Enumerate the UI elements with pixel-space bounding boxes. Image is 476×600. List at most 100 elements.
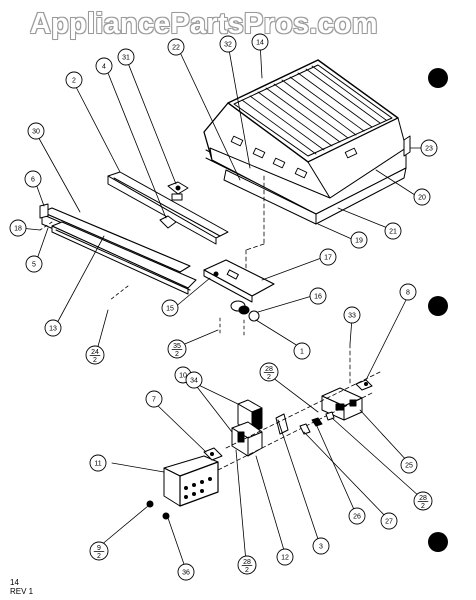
callout-circle xyxy=(413,491,433,511)
callout-label: 11 xyxy=(94,461,101,468)
callout-circle xyxy=(95,57,113,75)
callout-circle xyxy=(89,454,107,472)
callout-15: 15 xyxy=(161,299,179,317)
callout-6: 6 xyxy=(24,170,42,188)
callout-quantity: 2 xyxy=(245,567,249,574)
callout-5: 5 xyxy=(25,255,43,273)
callout-2: 2 xyxy=(65,71,83,89)
callout-circle xyxy=(44,319,62,337)
callout-circle xyxy=(185,371,203,389)
callout-circle xyxy=(251,33,269,51)
page-number: 14 xyxy=(10,578,19,587)
callout-label: 31 xyxy=(122,55,130,62)
callout-circle xyxy=(65,71,83,89)
callout-7: 7 xyxy=(145,390,163,408)
callout-label: 13 xyxy=(49,326,57,333)
revision-label: REV 1 xyxy=(10,587,34,596)
callout-label: 1 xyxy=(300,349,304,356)
callout-circle xyxy=(89,541,109,561)
callout-28c: 282 xyxy=(237,555,257,575)
callout-circle xyxy=(276,548,294,566)
callout-circle xyxy=(85,345,105,365)
callout-circle xyxy=(27,122,45,140)
callout-quantity: 2 xyxy=(93,357,97,364)
callout-27: 27 xyxy=(380,512,398,530)
callout-label: 6 xyxy=(31,177,35,184)
callout-17: 17 xyxy=(319,248,337,266)
callout-14: 14 xyxy=(251,33,269,51)
callout-label: 28 xyxy=(265,366,273,373)
callout-circle xyxy=(413,188,431,206)
callout-18: 18 xyxy=(9,219,27,237)
callout-label: 20 xyxy=(418,195,426,202)
callout-circle xyxy=(343,306,361,324)
callout-28a: 282 xyxy=(259,362,279,382)
callout-label: 25 xyxy=(405,463,413,470)
watermark: AppliancePartsPros.com xyxy=(30,8,378,40)
callout-label: 24 xyxy=(91,349,99,356)
callout-quantity: 2 xyxy=(421,503,425,510)
callout-24: 242 xyxy=(85,345,105,365)
callout-circle xyxy=(420,139,438,157)
callout-label: 8 xyxy=(406,290,410,297)
callout-label: 36 xyxy=(182,570,190,577)
callout-3: 3 xyxy=(312,537,330,555)
callout-circle xyxy=(380,512,398,530)
shelf-assembly xyxy=(203,59,411,271)
callout-group: 1234567892101112131415161718192021222324… xyxy=(9,33,438,581)
callout-label: 7 xyxy=(152,397,156,404)
callout-32: 32 xyxy=(219,35,237,53)
callout-circle xyxy=(319,248,337,266)
callout-label: 30 xyxy=(32,129,40,136)
callout-11: 11 xyxy=(89,454,107,472)
binder-hole-middle xyxy=(428,296,448,316)
callout-label: 18 xyxy=(14,226,22,233)
callout-9: 92 xyxy=(89,541,109,561)
callout-circle xyxy=(25,255,43,273)
callout-16: 16 xyxy=(309,287,327,305)
callout-circle xyxy=(9,219,27,237)
callout-quantity: 2 xyxy=(267,374,271,381)
callout-12: 12 xyxy=(276,548,294,566)
binder-hole-top xyxy=(428,68,448,88)
callout-circle xyxy=(400,456,418,474)
callout-label: 10 xyxy=(179,373,187,380)
callout-circle xyxy=(293,342,311,360)
callout-circle xyxy=(161,299,179,317)
callout-22: 22 xyxy=(167,38,185,56)
callout-circle xyxy=(309,287,327,305)
callout-23: 23 xyxy=(420,139,438,157)
callout-33: 33 xyxy=(343,306,361,324)
callout-30: 30 xyxy=(27,122,45,140)
callout-circle xyxy=(259,362,279,382)
callout-label: 23 xyxy=(425,146,433,153)
callout-label: 32 xyxy=(224,42,232,49)
callout-circle xyxy=(24,170,42,188)
callout-label: 19 xyxy=(355,238,363,245)
callout-1: 1 xyxy=(293,342,311,360)
callout-label: 34 xyxy=(190,378,198,385)
callout-label: 28 xyxy=(419,495,427,502)
callout-13: 13 xyxy=(44,319,62,337)
callout-label: 9 xyxy=(97,545,101,552)
callout-label: 27 xyxy=(385,519,393,526)
callout-label: 12 xyxy=(281,555,289,562)
callout-circle xyxy=(348,507,366,525)
callout-label: 14 xyxy=(256,40,264,47)
callout-20: 20 xyxy=(413,188,431,206)
callout-label: 15 xyxy=(166,306,174,313)
callout-21: 21 xyxy=(384,222,402,240)
callout-circle xyxy=(312,537,330,555)
callout-34: 34 xyxy=(185,371,203,389)
callout-circle xyxy=(350,231,368,249)
callout-circle xyxy=(399,283,417,301)
callout-label: 22 xyxy=(172,45,180,52)
callout-25: 25 xyxy=(400,456,418,474)
callout-circle xyxy=(167,38,185,56)
callout-4: 4 xyxy=(95,57,113,75)
callout-circle xyxy=(177,563,195,581)
channel-assembly xyxy=(39,171,229,301)
callout-circle xyxy=(145,390,163,408)
